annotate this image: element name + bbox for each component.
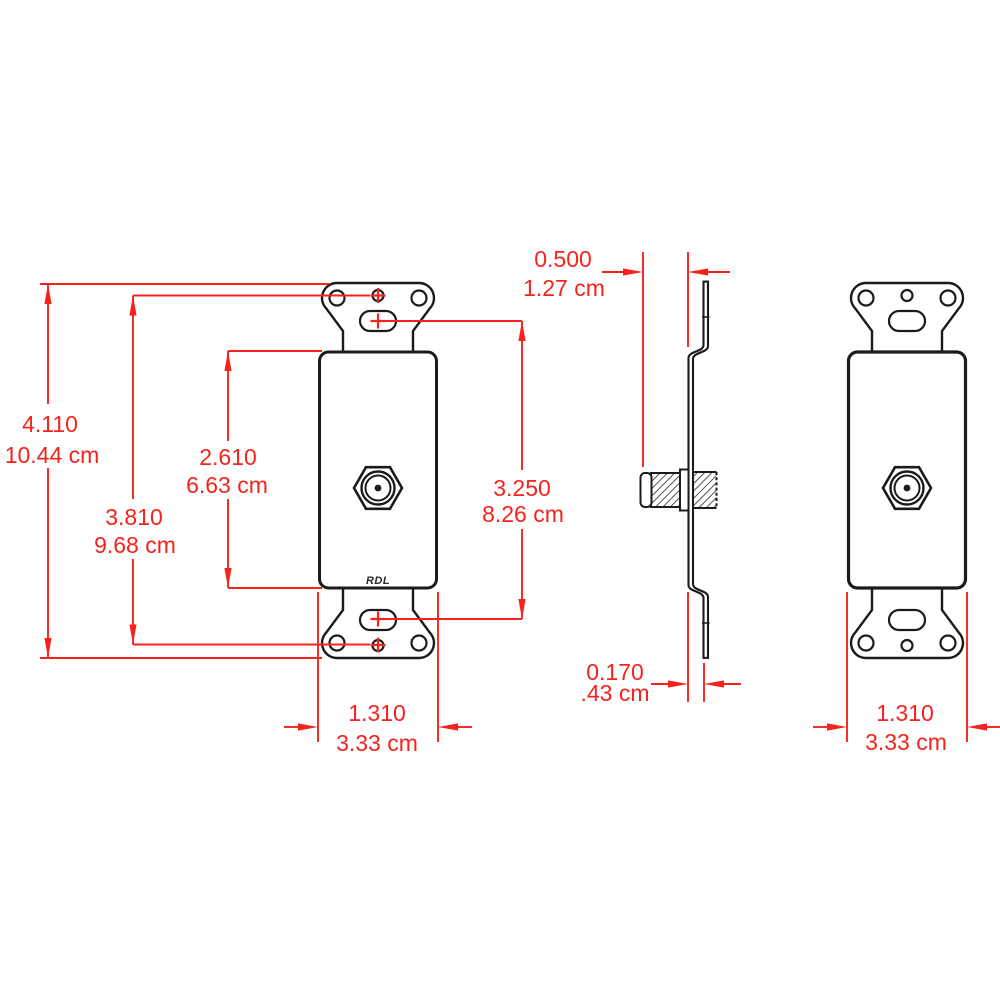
dim-connector-depth: 0.500 1.27 cm bbox=[523, 246, 730, 467]
dim-bracket-offset-inches: 0.170 bbox=[586, 659, 644, 685]
dim-plate-height: 2.610 6.63 cm bbox=[186, 350, 322, 589]
connector-front-rim bbox=[639, 472, 653, 508]
rear-bottom-mounting-ear bbox=[849, 584, 965, 660]
dim-hole-spacing-cm: 9.68 cm bbox=[94, 532, 176, 558]
dim-plate-height-inches: 2.610 bbox=[199, 444, 257, 470]
dim-hole-spacing: 3.810 9.68 cm bbox=[94, 294, 370, 646]
side-f-connector-barrel bbox=[639, 468, 718, 512]
dim-front-width-inches: 1.310 bbox=[348, 700, 406, 726]
front-view: RDL bbox=[318, 281, 438, 660]
brand-label: RDL bbox=[366, 575, 390, 587]
dimensions-layer: 4.110 10.44 cm 3.810 9.68 cm 2.610 6.63 … bbox=[5, 246, 1000, 756]
side-view bbox=[639, 280, 718, 659]
front-threaded-barrel bbox=[650, 472, 681, 508]
dim-slot-spacing-inches: 3.250 bbox=[493, 475, 551, 501]
side-profile-back-contour bbox=[691, 282, 710, 658]
dim-rear-width-cm: 3.33 cm bbox=[865, 729, 947, 755]
dim-bracket-offset-cm: .43 cm bbox=[580, 680, 649, 706]
side-profile-front-contour bbox=[687, 282, 705, 658]
dim-overall-height-inches: 4.110 bbox=[22, 411, 78, 437]
dim-front-width: 1.310 3.33 cm bbox=[284, 592, 472, 756]
dim-connector-depth-cm: 1.27 cm bbox=[523, 275, 605, 301]
rear-top-mounting-ear bbox=[849, 281, 965, 357]
dim-connector-depth-inches: 0.500 bbox=[534, 246, 592, 272]
rear-barrel-outline bbox=[692, 471, 717, 509]
dim-bracket-offset: 0.170 .43 cm bbox=[580, 592, 741, 706]
dim-overall-height-cm: 10.44 cm bbox=[5, 442, 100, 468]
dim-front-width-cm: 3.33 cm bbox=[336, 730, 418, 756]
center-marks bbox=[370, 288, 386, 653]
dim-rear-width: 1.310 3.33 cm bbox=[813, 592, 1000, 755]
rear-view bbox=[846, 281, 968, 660]
connector-nut bbox=[679, 468, 690, 512]
dim-plate-height-cm: 6.63 cm bbox=[186, 472, 268, 498]
rear-threaded-barrel bbox=[693, 472, 717, 508]
dim-hole-spacing-inches: 3.810 bbox=[105, 504, 163, 530]
rear-f-connector bbox=[881, 465, 933, 511]
dim-overall-height: 4.110 10.44 cm bbox=[5, 283, 329, 659]
dim-slot-spacing-cm: 8.26 cm bbox=[482, 501, 564, 527]
dim-rear-width-inches: 1.310 bbox=[876, 700, 934, 726]
dim-slot-spacing: 3.250 8.26 cm bbox=[378, 320, 564, 620]
front-f-connector bbox=[352, 465, 404, 511]
